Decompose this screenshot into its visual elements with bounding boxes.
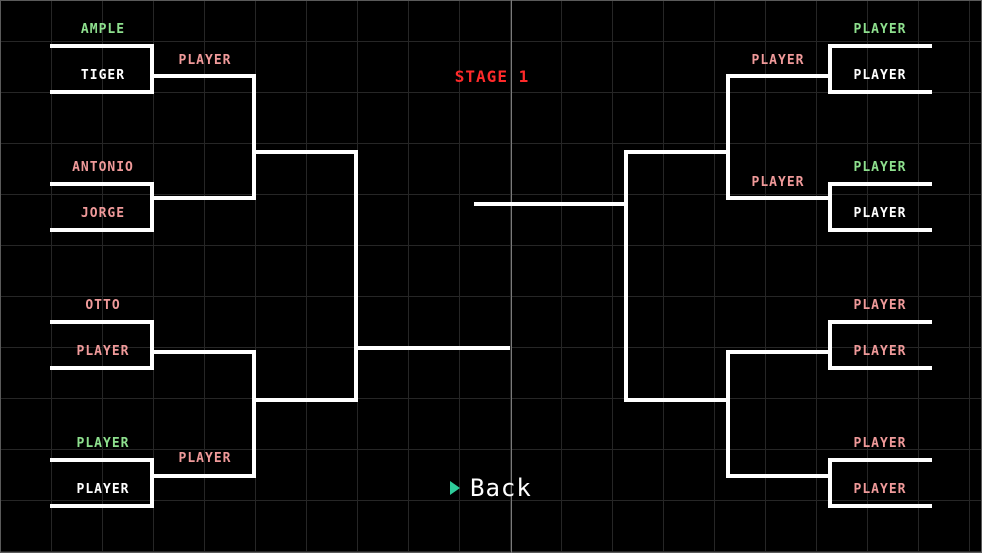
right-r2-bottom[interactable]: PLAYER [751, 175, 805, 190]
bracket-line-l4 [50, 458, 154, 508]
bracket-line-r2 [828, 182, 932, 232]
right-r1-m3-top[interactable]: PLAYER [853, 298, 907, 313]
right-r2-top[interactable]: PLAYER [751, 53, 805, 68]
left-r1-m1-bottom[interactable]: TIGER [80, 68, 126, 83]
bracket-line-r4 [828, 458, 932, 508]
back-label: Back [470, 474, 532, 502]
bracket-line-l6 [150, 350, 256, 478]
bracket-line-r3 [828, 320, 932, 370]
bracket-line-r5 [726, 74, 832, 200]
bracket-line-l1 [50, 44, 154, 94]
left-r1-m3-top[interactable]: OTTO [85, 298, 121, 313]
play-arrow-icon [450, 481, 460, 495]
back-button[interactable]: Back [450, 474, 532, 502]
left-r1-m4-bottom[interactable]: PLAYER [76, 482, 130, 497]
right-r1-m1-top[interactable]: PLAYER [853, 22, 907, 37]
bracket-line-l2 [50, 182, 154, 232]
bracket-line-r1 [828, 44, 932, 94]
left-r1-m2-bottom[interactable]: JORGE [80, 206, 126, 221]
right-r1-m1-bottom[interactable]: PLAYER [853, 68, 907, 83]
left-r1-m1-top[interactable]: AMPLE [80, 22, 126, 37]
left-r1-m2-top[interactable]: ANTONIO [72, 160, 134, 175]
stage-title: STAGE 1 [454, 67, 530, 86]
bracket-line-l5 [150, 74, 256, 200]
left-r2-bottom[interactable]: PLAYER [178, 451, 232, 466]
right-r1-m2-bottom[interactable]: PLAYER [853, 206, 907, 221]
right-r1-m3-bottom[interactable]: PLAYER [853, 344, 907, 359]
bracket-line-r7 [624, 150, 730, 402]
bracket-line-l3 [50, 320, 154, 370]
right-r1-m2-top[interactable]: PLAYER [853, 160, 907, 175]
right-r1-m4-bottom[interactable]: PLAYER [853, 482, 907, 497]
left-r1-m3-bottom[interactable]: PLAYER [76, 344, 130, 359]
left-r2-top[interactable]: PLAYER [178, 53, 232, 68]
left-r1-m4-top[interactable]: PLAYER [76, 436, 130, 451]
center-divider [511, 0, 512, 553]
bracket-line-r6 [726, 350, 832, 478]
bracket-line-l7 [252, 150, 358, 402]
right-r1-m4-top[interactable]: PLAYER [853, 436, 907, 451]
